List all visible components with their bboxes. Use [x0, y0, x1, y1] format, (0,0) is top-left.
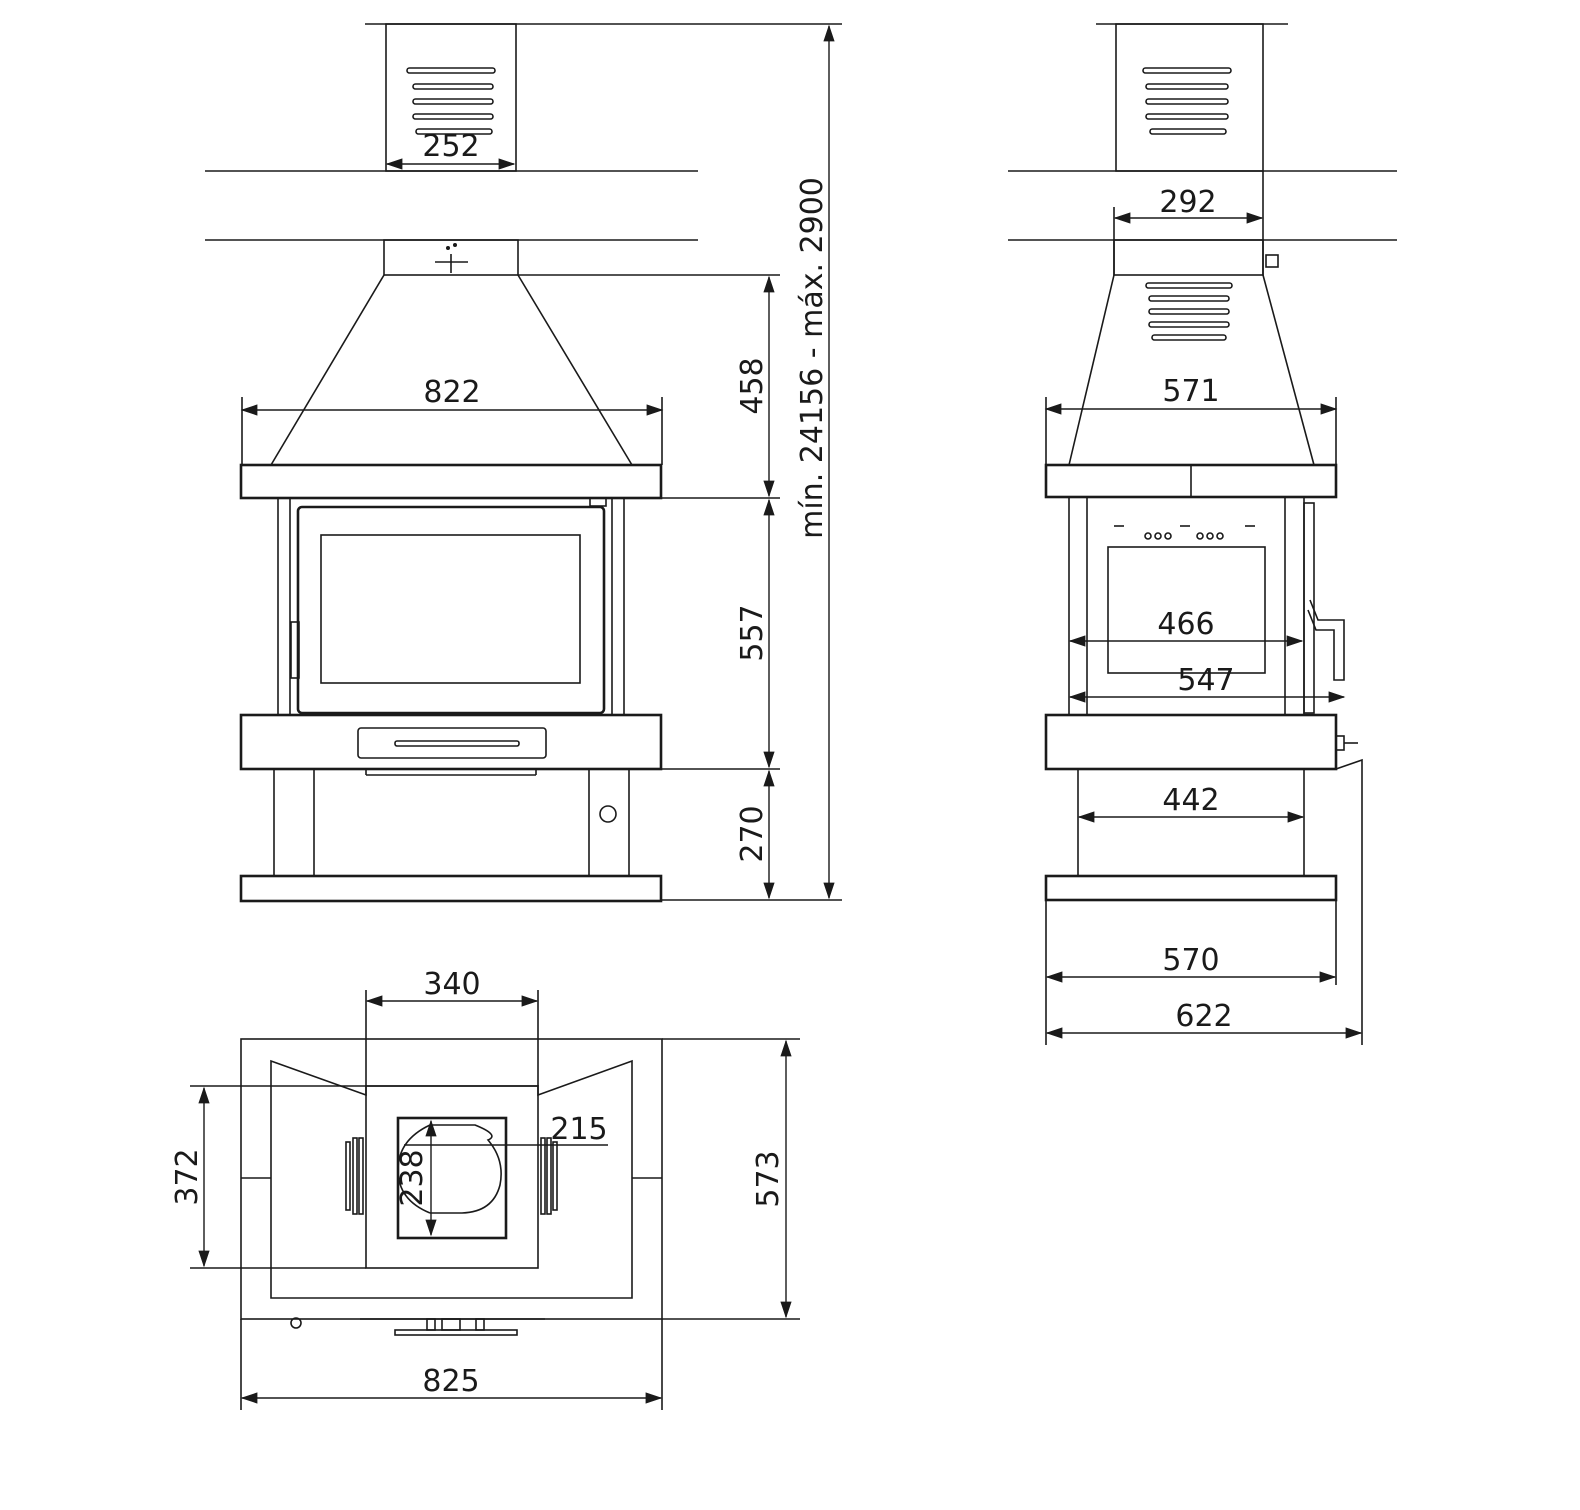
dim-flue-width: 252 [422, 129, 479, 164]
dim-total-height: mín. 24156 - máx. 2900 [795, 177, 830, 539]
base-plinth [1044, 874, 1338, 902]
dim-base-width: 570 [1162, 943, 1219, 978]
hood-left-edge [270, 274, 385, 466]
flue-vents [1142, 67, 1232, 135]
flue-box [385, 23, 517, 172]
base-plinth [239, 874, 663, 903]
flue-box-plan [365, 1085, 539, 1269]
left-vent-fins [345, 1137, 364, 1215]
damper-knob-icon [1265, 254, 1279, 268]
front-view: 252 822 [205, 23, 842, 903]
hood-vents [1145, 282, 1233, 341]
flue-vents [406, 67, 496, 135]
dim-firebox-width: 547 [1177, 663, 1234, 698]
dim-base-inner: 442 [1162, 783, 1219, 818]
dim-depth-inner: 372 [170, 1148, 205, 1205]
ash-drawer-handle [394, 740, 520, 747]
outlet-pipe [430, 1124, 502, 1214]
hood-right-edge [1262, 274, 1315, 466]
flue-box [1115, 23, 1264, 172]
ash-lever-icon [1335, 735, 1358, 751]
top-view: 340 238 215 372 573 [170, 967, 800, 1410]
base-left-leg [273, 768, 315, 877]
door-handle [1307, 599, 1345, 681]
hearth-shelf [239, 713, 663, 771]
hearth-shelf [1044, 713, 1338, 771]
right-column [611, 497, 625, 716]
dim-flue-width: 292 [1159, 185, 1216, 220]
extension-line [1335, 758, 1363, 1045]
glass-window [320, 534, 581, 684]
hood-lintel [239, 463, 663, 500]
top-outline [240, 1038, 663, 1320]
left-column [277, 497, 291, 716]
ash-drawer [357, 727, 547, 759]
dim-total-depth: 622 [1175, 999, 1232, 1034]
glass-door-frame [296, 505, 606, 715]
dim-flue-box: 340 [423, 967, 480, 1002]
dim-hood-width: 571 [1162, 374, 1219, 409]
right-column [1284, 496, 1305, 716]
dim-width-total: 825 [422, 1364, 479, 1399]
left-column [1068, 496, 1088, 716]
hood-collar [383, 239, 519, 276]
dim-outlet-w: 215 [550, 1112, 607, 1147]
hood-left-edge [1068, 274, 1115, 466]
dim-inner-width: 466 [1157, 607, 1214, 642]
dim-hood-height: 458 [735, 357, 770, 414]
logo-badge [599, 805, 617, 823]
right-vent-fins [540, 1137, 558, 1215]
air-vent-holes [1114, 525, 1255, 540]
hood-collar [1113, 239, 1264, 276]
dim-base-height: 270 [735, 805, 770, 862]
side-glass [1107, 546, 1266, 674]
side-view: 292 571 466 [1008, 23, 1397, 1045]
dim-hood-width: 822 [423, 375, 480, 410]
damper-knob-icon [435, 243, 468, 273]
hood-right-edge [517, 274, 633, 466]
dim-outlet-h: 238 [395, 1149, 430, 1206]
door-handle [290, 621, 300, 679]
dim-firebox-height: 557 [735, 604, 770, 661]
ash-drawer-handle-plan [290, 1317, 545, 1336]
hood-plan [270, 1059, 633, 1299]
dim-depth-total: 573 [751, 1150, 786, 1207]
